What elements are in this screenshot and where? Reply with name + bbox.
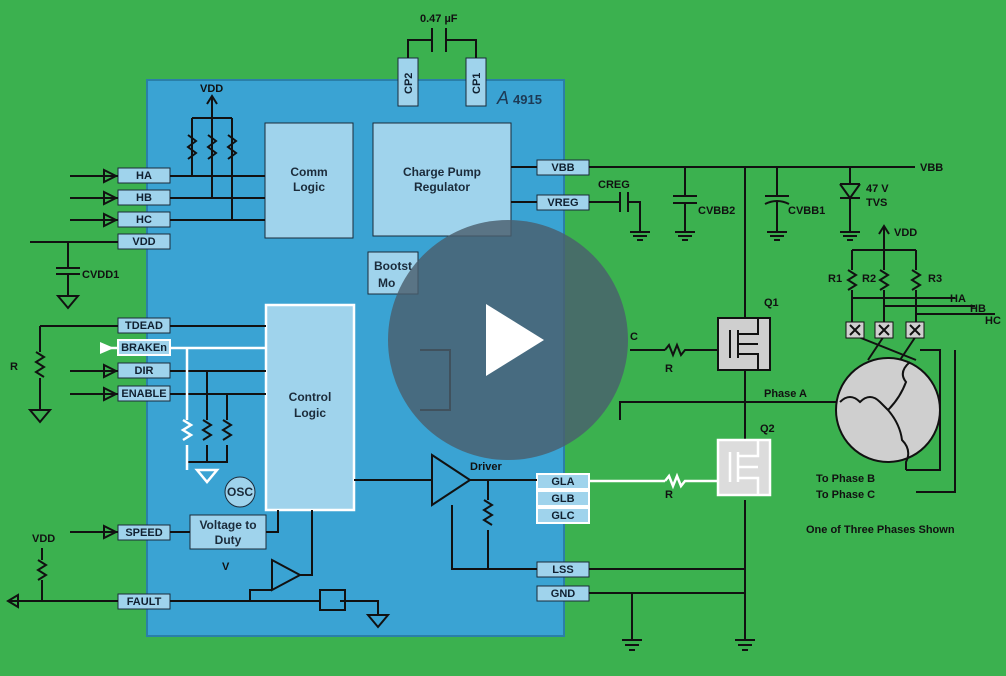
label-tvs: TVS bbox=[866, 197, 887, 209]
charge-pump-line2: Regulator bbox=[414, 180, 470, 194]
chip-logo: A bbox=[496, 88, 509, 108]
label-phase-c: To Phase C bbox=[816, 489, 875, 501]
pin-vreg: VREG bbox=[547, 197, 578, 209]
label-caption: One of Three Phases Shown bbox=[806, 524, 955, 536]
q1-mosfet bbox=[717, 317, 771, 371]
label-r3: R3 bbox=[928, 273, 942, 285]
voltage-to-duty-block bbox=[189, 514, 267, 550]
cp1-label: CP1 bbox=[471, 73, 483, 94]
label-vref: V bbox=[222, 561, 230, 573]
pin-gla: GLA bbox=[551, 476, 574, 488]
comm-logic-line2: Logic bbox=[293, 180, 325, 194]
label-cvbb2: CVBB2 bbox=[698, 205, 735, 217]
label-r1: R1 bbox=[828, 273, 842, 285]
label-vbb-rail: VBB bbox=[920, 162, 943, 174]
right-wiring bbox=[511, 166, 995, 651]
driver-lss-wiring bbox=[451, 480, 537, 570]
label-vdd-bottom: VDD bbox=[32, 533, 55, 545]
pin-speed: SPEED bbox=[125, 527, 162, 539]
label-r2: R2 bbox=[862, 273, 876, 285]
label-rgate2: R bbox=[665, 489, 673, 501]
q2-symbol bbox=[728, 440, 760, 495]
cp2-label: CP2 bbox=[403, 73, 415, 94]
pin-enable: ENABLE bbox=[121, 388, 166, 400]
charge-pump-block bbox=[372, 122, 512, 237]
pin-vdd: VDD bbox=[132, 236, 155, 248]
label-q1: Q1 bbox=[764, 297, 779, 309]
gla-highlight bbox=[589, 472, 718, 490]
label-phase-b: To Phase B bbox=[816, 473, 875, 485]
pin-tdead: TDEAD bbox=[125, 320, 163, 332]
label-cboot: C bbox=[630, 331, 638, 343]
label-rdead: R bbox=[10, 361, 18, 373]
chip-part-number: 4915 bbox=[513, 92, 542, 107]
play-button[interactable] bbox=[388, 220, 628, 460]
control-logic-block bbox=[264, 303, 356, 512]
label-ha-out: HA bbox=[950, 293, 966, 305]
pin-hb: HB bbox=[136, 192, 152, 204]
voltage-to-duty-line1: Voltage to bbox=[199, 518, 256, 532]
osc-circle bbox=[224, 476, 256, 508]
comm-logic-line1: Comm bbox=[290, 165, 327, 179]
driver-wiring bbox=[354, 453, 537, 507]
pin-hc: HC bbox=[136, 214, 152, 226]
comm-logic-block bbox=[264, 122, 354, 239]
control-logic-line2: Logic bbox=[294, 406, 326, 420]
label-vdd-right: VDD bbox=[894, 227, 917, 239]
pin-dir: DIR bbox=[135, 365, 154, 377]
label-creg: CREG bbox=[598, 179, 630, 191]
left-wiring bbox=[6, 94, 391, 629]
label-tvs-voltage: 47 V bbox=[866, 183, 889, 195]
brake-arrow bbox=[100, 342, 114, 354]
cap-top-value: 0.47 µF bbox=[420, 13, 458, 25]
pin-glb: GLB bbox=[551, 493, 574, 505]
label-cvbb1: CVBB1 bbox=[788, 205, 825, 217]
label-q2: Q2 bbox=[760, 423, 775, 435]
label-phase-a: Phase A bbox=[764, 388, 807, 400]
bootstrap-line2: Mo bbox=[378, 276, 395, 290]
charge-pump-line1: Charge Pump bbox=[403, 165, 481, 179]
play-icon bbox=[486, 304, 544, 376]
pin-glc: GLC bbox=[551, 510, 574, 522]
q1-symbol bbox=[729, 318, 759, 370]
label-cvdd1: CVDD1 bbox=[82, 269, 119, 281]
hall-sensor-boxes bbox=[845, 321, 925, 339]
control-logic-line1: Control bbox=[289, 390, 332, 404]
pin-lss: LSS bbox=[552, 564, 573, 576]
pin-fault: FAULT bbox=[127, 596, 162, 608]
pin-ha: HA bbox=[136, 170, 152, 182]
label-hb-out: HB bbox=[970, 303, 986, 315]
label-hc-out: HC bbox=[985, 315, 1001, 327]
pin-vbb: VBB bbox=[551, 162, 574, 174]
voltage-to-duty-line2: Duty bbox=[215, 533, 242, 547]
label-rgate1: R bbox=[665, 363, 673, 375]
bootstrap-line1: Bootst bbox=[374, 259, 412, 273]
label-driver: Driver bbox=[470, 461, 503, 473]
pin-brake: BRAKEn bbox=[121, 342, 167, 354]
osc-label: OSC bbox=[227, 485, 253, 499]
motor-windings bbox=[839, 361, 911, 470]
label-vdd-top: VDD bbox=[200, 83, 223, 95]
pin-gnd: GND bbox=[551, 588, 576, 600]
